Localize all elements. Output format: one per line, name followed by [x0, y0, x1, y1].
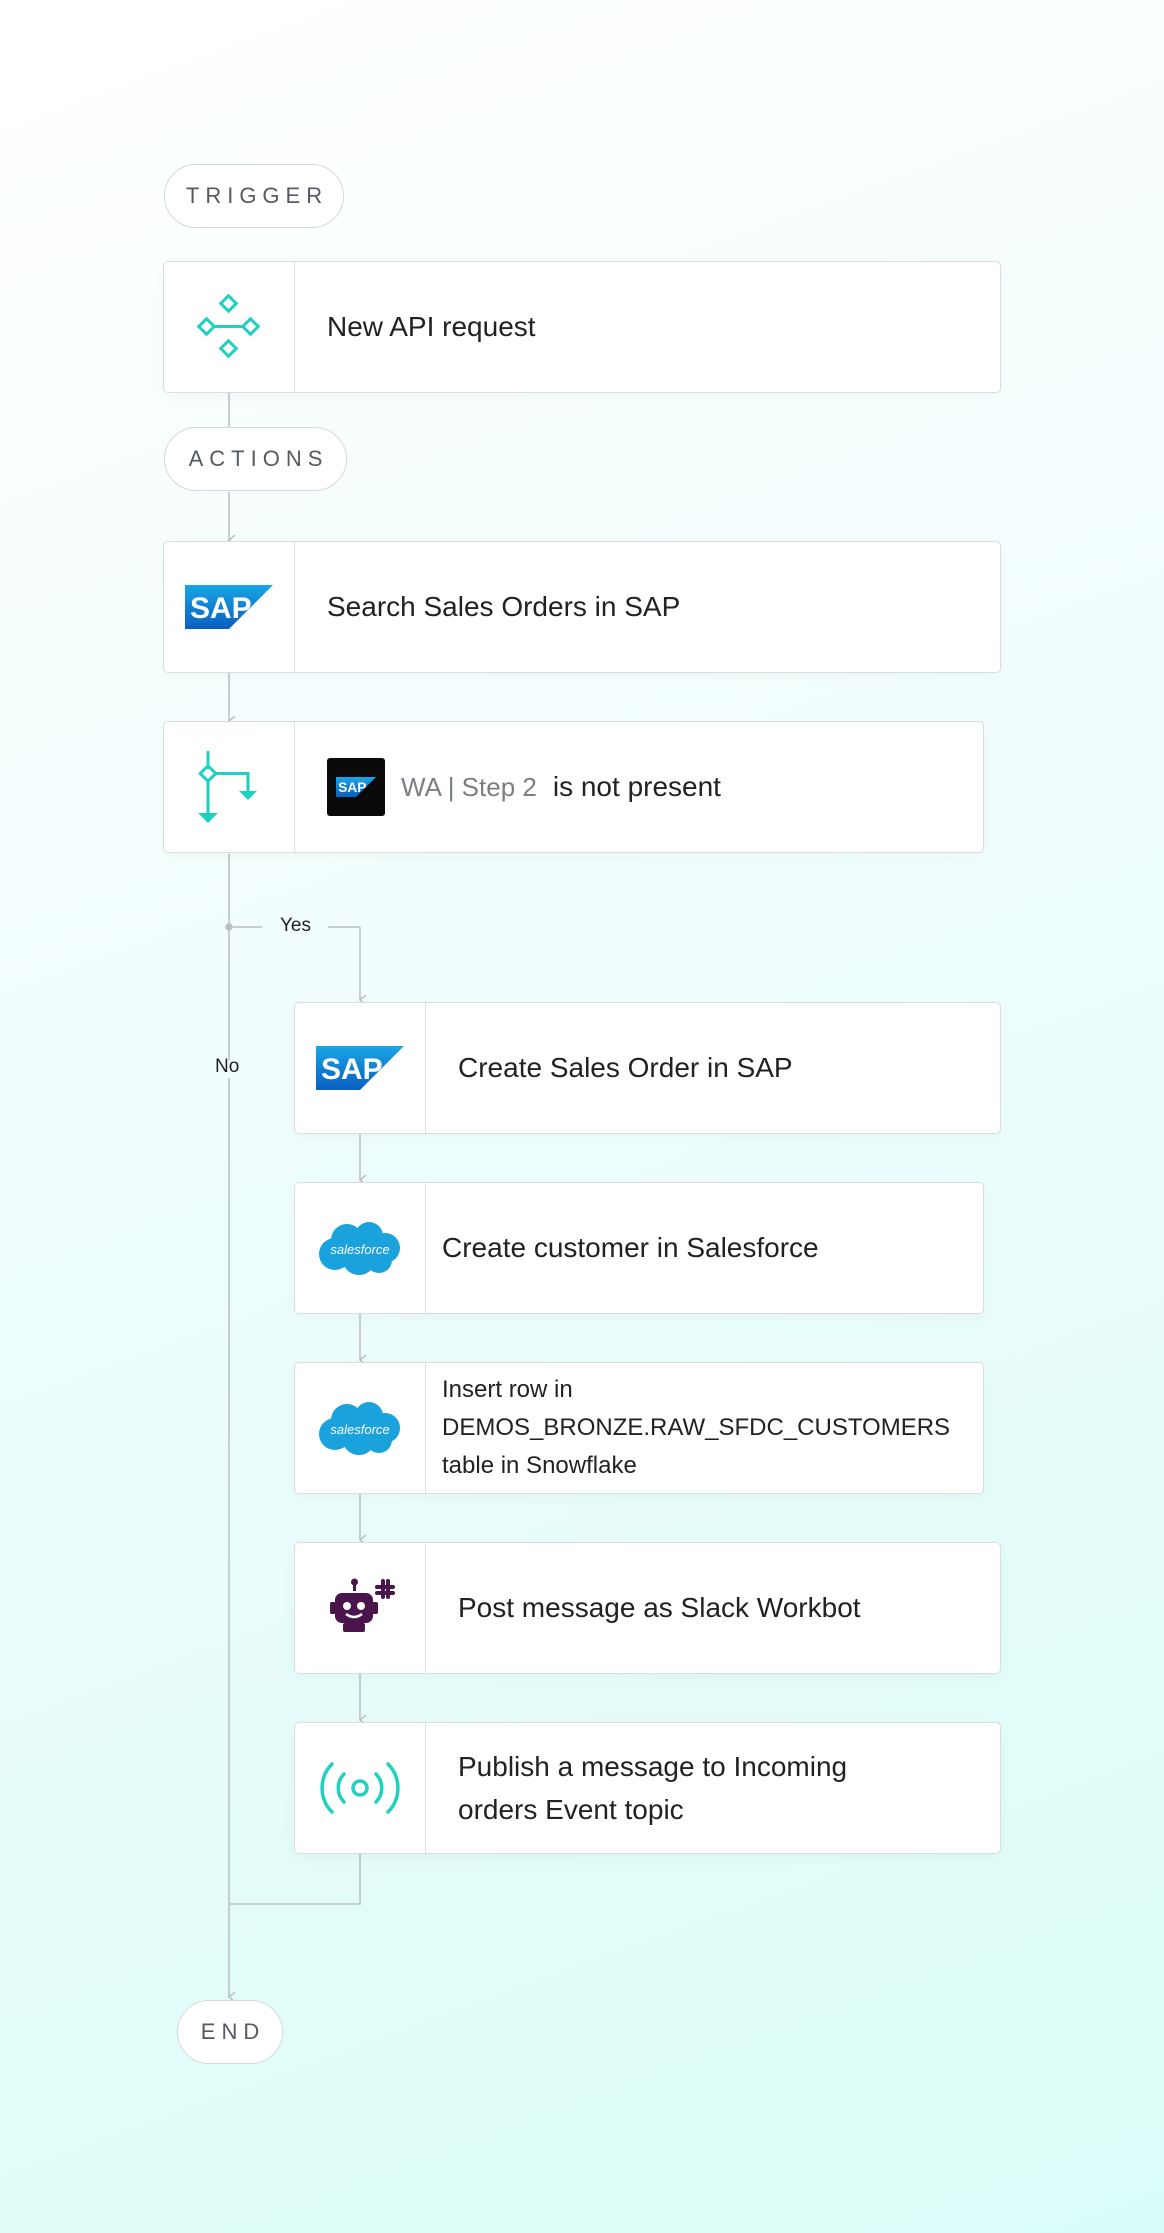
insert-row-card[interactable]: salesforce Insert row in DEMOS_BRONZE.RA…	[294, 1362, 984, 1494]
publish-event-card[interactable]: Publish a message to Incoming orders Eve…	[294, 1722, 1001, 1854]
insert-row-text-line2: DEMOS_BRONZE.RAW_SFDC_CUSTOMERS	[442, 1414, 951, 1441]
svg-text:SAP: SAP	[321, 1053, 383, 1086]
sap-badge: SAP	[327, 758, 385, 816]
trigger-step-text: New API request	[327, 311, 536, 342]
salesforce-logo: salesforce	[319, 1222, 400, 1275]
slack-icon-cell	[295, 1543, 426, 1673]
sap-icon-cell: SAP	[295, 1003, 426, 1133]
sap-logo: SAP	[336, 777, 376, 797]
svg-text:SAP: SAP	[190, 592, 252, 625]
create-customer-card[interactable]: salesforce Create customer in Salesforce	[294, 1182, 984, 1314]
sap-icon-cell: SAP	[164, 542, 295, 672]
salesforce-logo: salesforce	[319, 1402, 400, 1455]
condition-source-label[interactable]: WA | Step 2	[401, 772, 537, 802]
svg-text:salesforce: salesforce	[330, 1422, 389, 1437]
branch-condition-icon	[198, 751, 257, 823]
actions-section-label: ACTIONS	[164, 427, 347, 491]
svg-text:salesforce: salesforce	[330, 1242, 389, 1257]
salesforce-icon-cell: salesforce	[295, 1363, 426, 1493]
svg-text:SAP: SAP	[338, 780, 366, 795]
trigger-section-label: TRIGGER	[164, 164, 344, 228]
condition-icon-cell	[164, 722, 295, 852]
trigger-icon-cell	[164, 262, 295, 392]
create-sales-order-card[interactable]: SAP Create Sales Order in SAP	[294, 1002, 1001, 1134]
salesforce-icon-cell: salesforce	[295, 1183, 426, 1313]
no-branch-label: No	[215, 1056, 240, 1077]
create-sales-order-text: Create Sales Order in SAP	[458, 1052, 793, 1083]
insert-row-text-line1: Insert row in	[442, 1376, 573, 1403]
yes-branch-label: Yes	[280, 915, 311, 936]
slack-workbot-text: Post message as Slack Workbot	[458, 1592, 861, 1623]
publish-event-text-line2: orders Event topic	[458, 1794, 684, 1825]
slack-workbot-card[interactable]: Post message as Slack Workbot	[294, 1542, 1001, 1674]
search-sales-orders-text: Search Sales Orders in SAP	[327, 591, 681, 622]
trigger-step-card[interactable]: New API request	[163, 261, 1001, 393]
condition-step-card[interactable]: SAP WA | Step 2 is not present	[163, 721, 984, 853]
sap-logo: SAP	[185, 585, 273, 629]
search-sales-orders-card[interactable]: SAP Search Sales Orders in SAP	[163, 541, 1001, 673]
event-broadcast-icon	[320, 1762, 400, 1814]
api-workflow-icon	[196, 293, 261, 359]
create-customer-text: Create customer in Salesforce	[442, 1232, 819, 1263]
sap-logo: SAP	[316, 1046, 404, 1090]
event-icon-cell	[295, 1723, 426, 1853]
slack-workbot-icon	[330, 1578, 395, 1632]
publish-event-text-line1: Publish a message to Incoming	[458, 1751, 848, 1782]
condition-operator-text: is not present	[552, 771, 721, 802]
end-section-label: END	[177, 2000, 283, 2064]
insert-row-text-line3: table in Snowflake	[442, 1452, 637, 1479]
